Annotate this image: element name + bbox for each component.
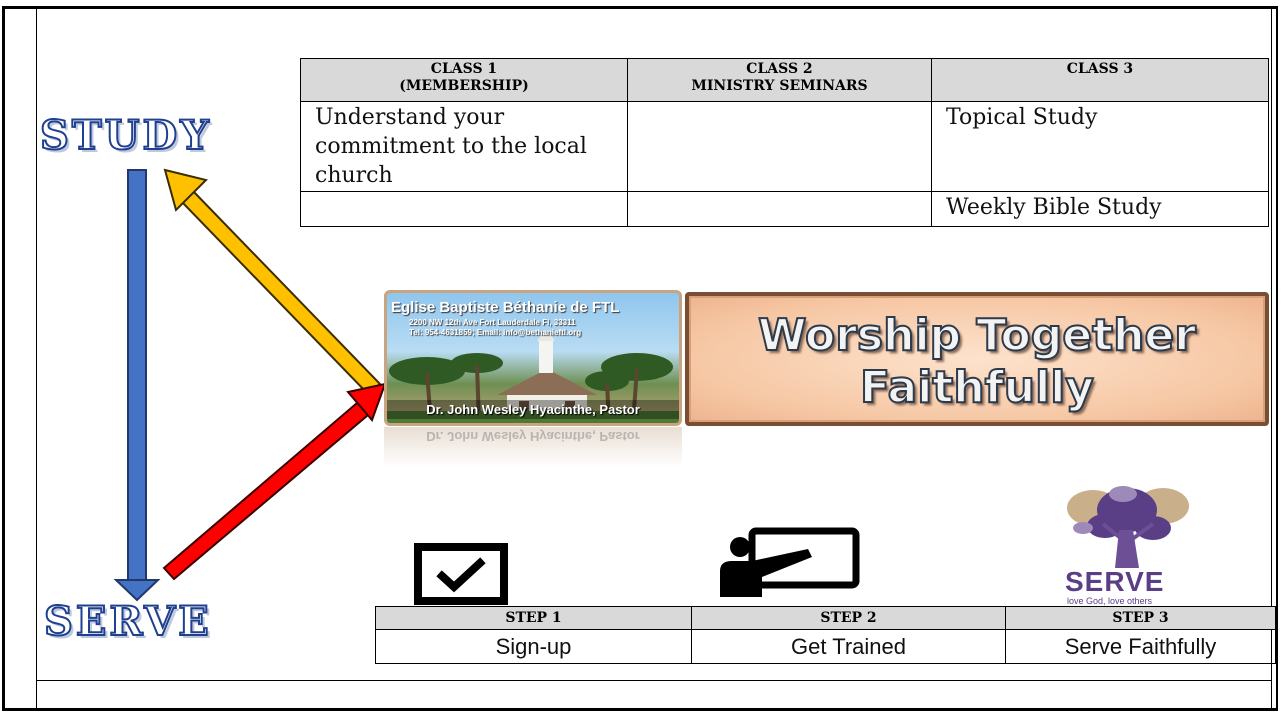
frame-bottom-line xyxy=(36,680,1272,681)
step-1-value: Sign-up xyxy=(375,629,692,664)
class-1-header: CLASS 1 (MEMBERSHIP) xyxy=(300,58,628,102)
church-contact: Tel: 954-4631859; Email: info@bethanieft… xyxy=(409,328,582,337)
table-row: Weekly Bible Study xyxy=(300,191,1269,227)
arrow-down-blue xyxy=(113,169,161,602)
class-3-weekly: Weekly Bible Study xyxy=(931,191,1269,227)
arrow-serve-red xyxy=(162,382,387,581)
class-1-cell-empty xyxy=(300,191,628,227)
worship-line-1: Worship Together xyxy=(757,309,1197,362)
serve-tree-logo: SERVE love God, love others xyxy=(1053,480,1201,608)
serve-label: SERVE xyxy=(43,597,212,646)
class-3-topical: Topical Study xyxy=(931,101,1269,192)
frame-inner-right-line xyxy=(1271,9,1272,708)
steps-header-row: STEP 1 STEP 2 STEP 3 xyxy=(375,606,1276,630)
classes-table: CLASS 1 (MEMBERSHIP) CLASS 2 MINISTRY SE… xyxy=(300,58,1269,227)
page-frame xyxy=(2,6,1278,711)
class-1-description: Understand your commitment to the local … xyxy=(300,101,628,192)
church-pastor: Dr. John Wesley Hyacinthe, Pastor xyxy=(387,400,679,419)
worship-line-2: Faithfully xyxy=(859,361,1095,414)
class-2-header: CLASS 2 MINISTRY SEMINARS xyxy=(627,58,932,102)
frame-inner-left-line xyxy=(36,9,37,708)
serve-logo-word: SERVE xyxy=(1065,566,1165,597)
church-address: 2200 NW 12th Ave Fort Lauderdale Fl, 333… xyxy=(409,318,576,327)
serve-logo-tagline: love God, love others xyxy=(1067,596,1153,606)
tree-icon xyxy=(1067,486,1189,568)
class-2-cell xyxy=(627,101,932,192)
step-2-value: Get Trained xyxy=(691,629,1006,664)
church-name: Eglise Baptiste Béthanie de FTL xyxy=(391,299,620,316)
step-3-header: STEP 3 xyxy=(1005,606,1276,630)
class-3-header: CLASS 3 xyxy=(931,58,1269,102)
checkbox-icon xyxy=(414,543,508,605)
church-photo: Eglise Baptiste Béthanie de FTL 2200 NW … xyxy=(384,290,682,426)
church-building-image xyxy=(387,333,679,423)
step-3-value: Serve Faithfully xyxy=(1005,629,1276,664)
step-2-header: STEP 2 xyxy=(691,606,1006,630)
study-label: STUDY xyxy=(39,111,212,160)
steps-table: STEP 1 STEP 2 STEP 3 Sign-up Get Trained… xyxy=(375,606,1276,664)
step-1-header: STEP 1 xyxy=(375,606,692,630)
teacher-whiteboard-icon xyxy=(720,527,860,597)
table-row: Understand your commitment to the local … xyxy=(300,101,1269,192)
table-row: Sign-up Get Trained Serve Faithfully xyxy=(375,629,1276,664)
class-2-cell-empty xyxy=(627,191,932,227)
worship-banner: Worship Together Faithfully xyxy=(685,292,1269,426)
classes-header-row: CLASS 1 (MEMBERSHIP) CLASS 2 MINISTRY SE… xyxy=(300,58,1269,102)
church-photo-reflection: Dr. John Wesley Hyacinthe, Pastor xyxy=(384,427,682,467)
reflection-text: Dr. John Wesley Hyacinthe, Pastor xyxy=(426,429,640,444)
